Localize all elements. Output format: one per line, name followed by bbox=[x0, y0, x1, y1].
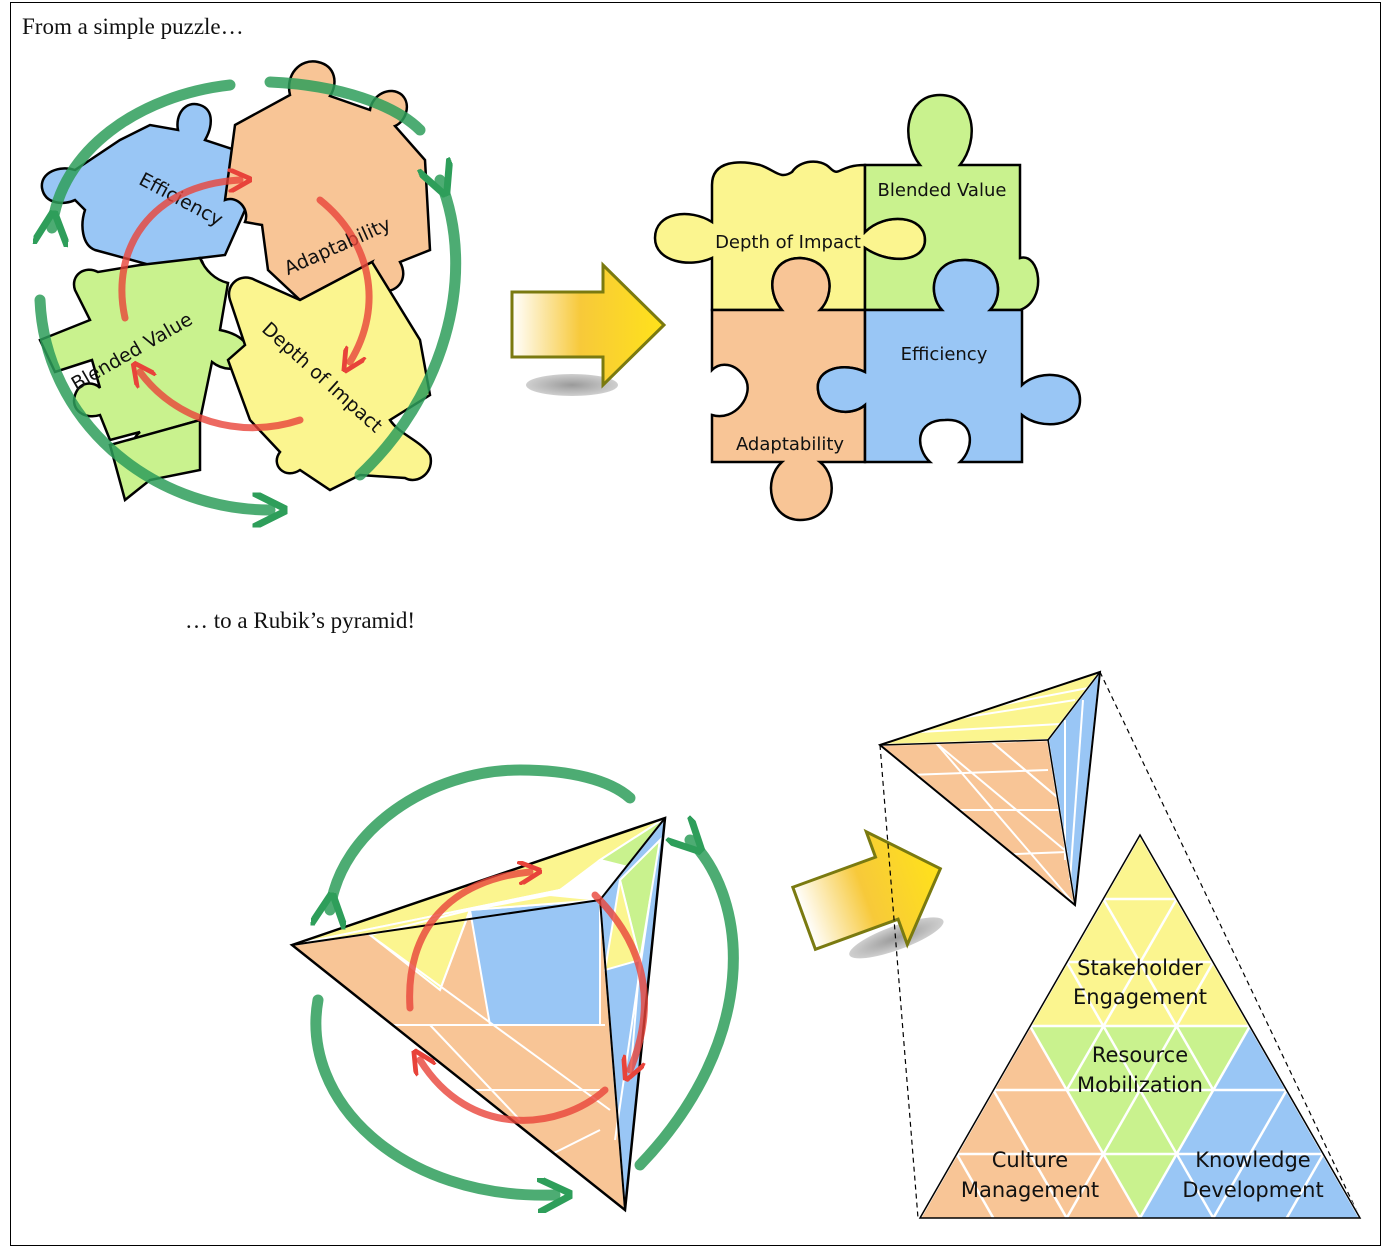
net-label-knowledge-1: Knowledge bbox=[1195, 1148, 1310, 1172]
net-face-resource bbox=[1030, 1026, 1250, 1218]
pyramid-edge bbox=[599, 899, 626, 1211]
rotation-arrow-outer bbox=[52, 79, 236, 228]
pyramid-edge bbox=[1047, 671, 1101, 741]
rotation-arrow-inner bbox=[140, 372, 304, 432]
arrow-shadow bbox=[849, 917, 944, 959]
rotation-arrow-outer bbox=[34, 294, 270, 510]
net-face-stakeholder bbox=[1030, 835, 1250, 1026]
net-label-resource-2: Mobilization bbox=[1077, 1073, 1203, 1097]
net-face-knowledge bbox=[1140, 1026, 1360, 1218]
rotation-arrow-outer bbox=[634, 840, 739, 1171]
rotation-arrow-inner bbox=[591, 891, 648, 1070]
projection-lines bbox=[879, 671, 1361, 1219]
solved-piece-depth-of-impact: Depth of Impact bbox=[653, 160, 927, 312]
net-label-resource-1: Resource bbox=[1092, 1043, 1188, 1067]
pyramid-grid bbox=[907, 687, 1089, 906]
rotation-arrow-outer bbox=[310, 994, 555, 1195]
scrambled-pyramid bbox=[289, 764, 739, 1211]
right-arrow-icon bbox=[510, 261, 667, 389]
net-label-culture-2: Management bbox=[961, 1178, 1099, 1202]
net-label-culture-1: Culture bbox=[992, 1148, 1068, 1172]
rotation-arrow-inner bbox=[118, 180, 240, 322]
solved-label-blended-value: Blended Value bbox=[878, 180, 1007, 201]
net-label-stakeholder-2: Engagement bbox=[1073, 985, 1207, 1009]
pyramid-net: Stakeholder Engagement Resource Mobiliza… bbox=[918, 833, 1362, 1219]
heading-top: From a simple puzzle… bbox=[22, 14, 244, 39]
net-label-stakeholder-1: Stakeholder bbox=[1077, 956, 1203, 980]
solved-label-depth-of-impact: Depth of Impact bbox=[715, 232, 861, 253]
arrow-shadow bbox=[526, 374, 618, 396]
scrambled-puzzle: Efficiency Adaptability Blended Value De… bbox=[34, 60, 462, 510]
pyramid-grid bbox=[369, 899, 651, 1161]
solved-puzzle: Depth of Impact Blended Value Adaptabili… bbox=[653, 93, 1082, 522]
rotation-arrow-outer bbox=[354, 180, 462, 481]
solved-label-adaptability: Adaptability bbox=[736, 434, 844, 455]
pyramid-edge bbox=[879, 739, 1049, 746]
scrambled-piece-blended-value: Blended Value bbox=[38, 256, 251, 503]
net-face-culture bbox=[920, 1026, 1140, 1218]
puzzle-piece-shape bbox=[226, 260, 433, 492]
pyramid-face bbox=[469, 893, 601, 911]
rotation-arrow-inner bbox=[406, 872, 530, 1012]
scrambled-piece-adaptability: Adaptability bbox=[223, 60, 432, 302]
rotation-arrow-outer bbox=[330, 764, 636, 910]
rotation-arrow-outer bbox=[264, 76, 426, 136]
pyramid-outline bbox=[877, 670, 1102, 907]
pyramid-edge bbox=[599, 817, 666, 901]
solved-piece-efficiency: Efficiency bbox=[816, 258, 1082, 464]
transform-arrow-bottom bbox=[790, 828, 944, 959]
rotation-arrow-inner bbox=[420, 1060, 609, 1124]
net-label-knowledge-2: Development bbox=[1182, 1178, 1323, 1202]
solved-label-efficiency: Efficiency bbox=[901, 344, 988, 365]
net-outline bbox=[918, 833, 1362, 1219]
right-arrow-icon bbox=[790, 828, 943, 952]
pyramid-edge bbox=[1047, 739, 1076, 906]
pyramid-edge bbox=[291, 899, 601, 946]
solved-piece-adaptability: Adaptability bbox=[710, 256, 867, 522]
puzzle-piece-shape bbox=[816, 258, 1082, 464]
scrambled-piece-depth-of-impact: Depth of Impact bbox=[226, 260, 433, 492]
solved-pyramid-3d bbox=[877, 668, 1103, 908]
rotation-arrow-inner bbox=[316, 196, 373, 362]
puzzle-piece-shape bbox=[38, 256, 251, 463]
transform-arrow-top bbox=[510, 261, 667, 396]
puzzle-piece-shape bbox=[223, 60, 432, 302]
puzzle-piece-shape bbox=[108, 418, 202, 503]
pyramid-face bbox=[468, 898, 601, 1026]
heading-bottom: … to a Rubik’s pyramid! bbox=[185, 608, 415, 633]
